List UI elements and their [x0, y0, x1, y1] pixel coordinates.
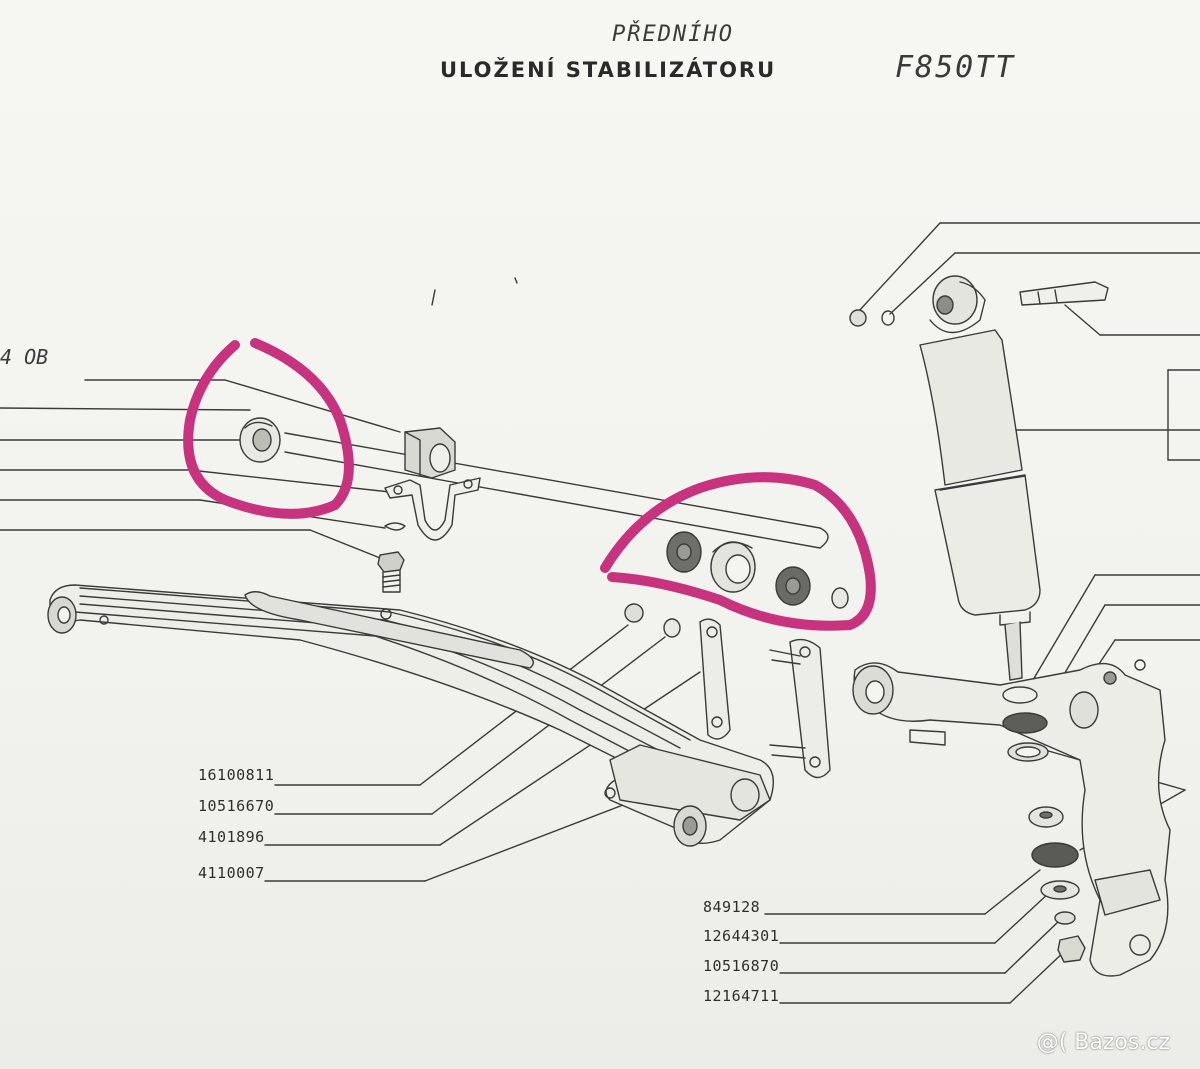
leader-lines-left — [0, 379, 401, 561]
part-number-right: 849128 — [703, 898, 761, 916]
part-number-right: 12644301 — [703, 927, 780, 945]
part-number-left: 16100811 — [198, 766, 275, 784]
bazos-watermark: @( Bazos.cz — [1036, 1030, 1170, 1055]
rubber-washer-left — [239, 417, 281, 463]
part-number-left: 4110007 — [198, 864, 265, 882]
part-number-right: 12164711 — [703, 987, 780, 1005]
shock-absorber — [849, 275, 1109, 681]
part-number-right: 10516870 — [703, 957, 780, 975]
highlight-circles — [183, 338, 876, 631]
handwritten-note-left: 4 OB — [0, 345, 49, 369]
control-arm-knuckle — [852, 659, 1171, 977]
clamp-bolt — [377, 551, 405, 593]
part-number-left: 10516670 — [198, 797, 275, 815]
leaf-spring — [47, 584, 774, 847]
link-plates — [624, 603, 831, 779]
highlight-circle-left — [183, 338, 354, 519]
stabilizer-bar — [284, 432, 829, 549]
handwritten-note-top: PŘEDNÍHO — [612, 22, 734, 47]
page-title: ULOŽENÍ STABILIZÁTORU — [440, 58, 777, 82]
bar-end-bushings — [666, 531, 849, 609]
handwritten-model: F850TT — [895, 50, 1016, 85]
part-number-left: 4101896 — [198, 828, 265, 846]
highlight-circle-right — [600, 472, 876, 631]
leader-lines-right-parts — [764, 869, 1069, 1004]
bar-bushing-clamp — [377, 427, 481, 593]
washer-stack — [1002, 686, 1086, 963]
